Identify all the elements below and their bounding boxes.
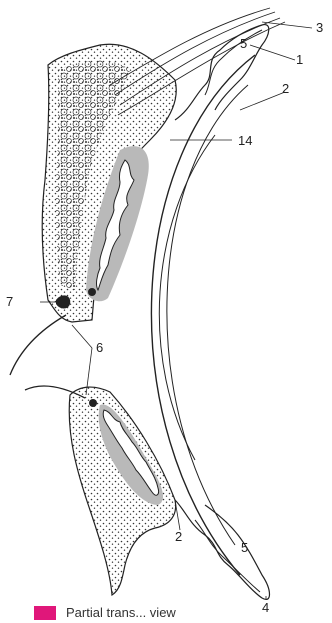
- lower-conjunctiva-inner: [195, 520, 260, 592]
- legend-swatch: [34, 606, 56, 620]
- upper-eyelash: [10, 315, 66, 375]
- legend: Partial trans... view: [34, 605, 176, 620]
- label-14: 14: [238, 133, 252, 148]
- lash-follicle-lower: [89, 399, 97, 407]
- label-2-bottom: 2: [175, 529, 182, 544]
- label-3: 3: [316, 20, 323, 35]
- label-5-bottom: 5: [241, 540, 248, 555]
- label-1: 1: [296, 52, 303, 67]
- label-2-top: 2: [282, 81, 289, 96]
- upper-conjunctiva-inner: [205, 30, 262, 95]
- label-5-top: 5: [240, 36, 247, 51]
- label-7: 7: [6, 294, 13, 309]
- label-4: 4: [262, 600, 269, 615]
- lower-conjunctiva: [175, 500, 270, 599]
- label-6: 6: [96, 340, 103, 355]
- lash-follicle-upper: [88, 288, 96, 296]
- legend-text: Partial trans... view: [66, 605, 176, 620]
